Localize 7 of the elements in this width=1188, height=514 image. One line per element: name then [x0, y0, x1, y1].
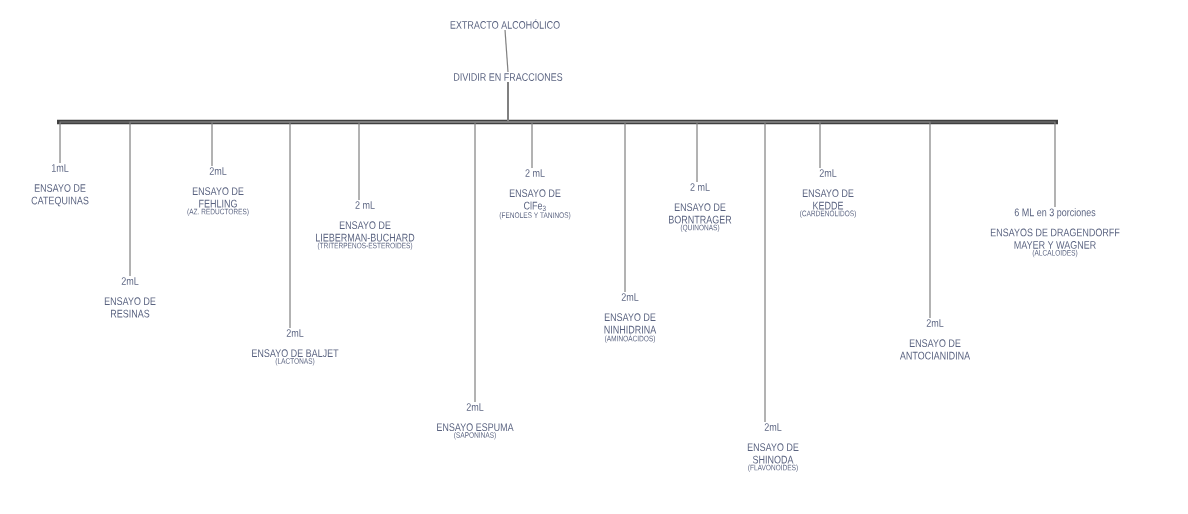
test-label: 1mL ENSAYO DE CATEQUINAS — [31, 164, 89, 207]
step-text: DIVIDIR EN FRACCIONES — [454, 73, 563, 81]
heading-text: EXTRACTO ALCOHÓLICO — [450, 19, 560, 29]
test-label: 2mL ENSAYO DE ANTOCIANIDINA — [899, 319, 971, 360]
connector-line — [504, 29, 509, 73]
connector-line — [507, 81, 1056, 208]
test-label: 2mL ENSAYO DE RESINAS — [104, 277, 156, 318]
